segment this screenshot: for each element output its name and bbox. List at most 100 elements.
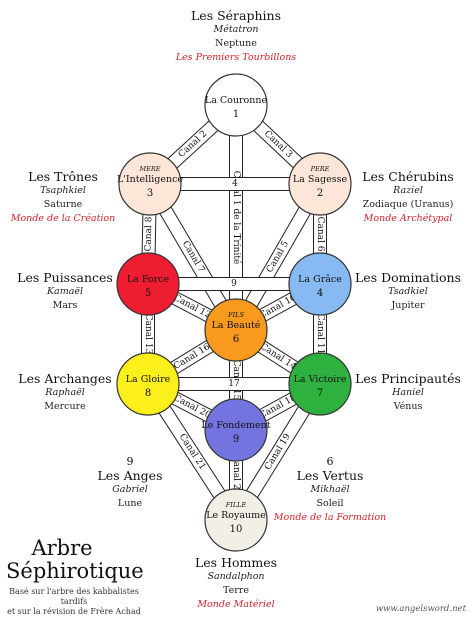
choir-puissances: Les Puissances Kamaël Mars — [10, 271, 120, 313]
sephirah-circle — [288, 352, 352, 416]
choir-vertus: 6 Les Vertus Mikhaël Soleil Monde de la … — [270, 455, 390, 525]
choir-planet: Terre — [223, 585, 249, 596]
choir-seraphins: Les Séraphins Métatron Neptune Les Premi… — [166, 9, 306, 65]
title-line-2: Séphirotique — [6, 559, 144, 583]
choir-planet: Jupiter — [391, 300, 425, 311]
channel-label: Canal 13 — [143, 314, 153, 355]
choir-number: 9 — [126, 455, 134, 468]
diagram-title: Arbre Séphirotique — [6, 536, 144, 583]
choir-world: Les Premiers Tourbillons — [175, 52, 297, 63]
sephirah-circle — [288, 152, 352, 216]
sephirah-prefix: MERE — [138, 165, 160, 173]
sephirah-prefix: PERE — [310, 165, 330, 173]
choir-world: Monde de la Formation — [273, 512, 387, 523]
sephirah-prefix: FILLE — [225, 501, 247, 509]
sephirah-circle — [288, 252, 352, 316]
choir-angel: Raphaël — [45, 387, 85, 398]
choir-planet: Vénus — [393, 401, 423, 412]
sephirah-prefix: FILS — [227, 311, 244, 319]
sephirah-number: 8 — [145, 388, 151, 399]
sephirah-name: La Sagesse — [293, 174, 348, 185]
choir-angel: Métatron — [213, 24, 259, 35]
choir-name: Les Principautés — [355, 371, 461, 386]
sephirah-number: 6 — [233, 334, 239, 345]
channel-label: Canal 2 — [177, 129, 209, 160]
subtitle-line-2: et sur la révision de Frère Achad — [7, 607, 141, 616]
sephirah-gloire: La Gloire 8 — [116, 352, 180, 416]
choir-world: Monde Matériel — [197, 599, 275, 610]
choir-name: Les Dominations — [355, 270, 461, 285]
sephirah-force: La Force 5 — [116, 252, 180, 316]
channel-label: 17 — [228, 379, 240, 389]
sephirah-name: La Beauté — [212, 320, 261, 331]
channel-label: 9 — [231, 279, 237, 289]
choir-angel: Kamaël — [46, 286, 84, 297]
sephirah-number: 5 — [145, 288, 151, 299]
sephirah-circle — [204, 398, 268, 462]
channel-label: Canal 3 — [262, 129, 294, 160]
choir-number: 6 — [326, 455, 334, 468]
diagram-subtitle: Basé sur l'arbre des kabbalistes tardifs… — [4, 587, 144, 617]
sephirah-name: La Victoire — [294, 374, 347, 385]
sephirah-number: 2 — [317, 188, 323, 199]
choir-name: Les Vertus — [296, 468, 364, 483]
website-credit: www.angelsword.net — [375, 604, 466, 614]
channel-label: Canal 21 — [177, 432, 207, 472]
sephirah-number: 4 — [317, 288, 323, 299]
choir-cherubins: Les Chérubins Raziel Zodiaque (Uranus) M… — [352, 170, 464, 226]
sephirah-number: 7 — [317, 388, 323, 399]
sephirah-name: Le Royaume — [206, 510, 266, 521]
sephirah-victoire: La Victoire 7 — [288, 352, 352, 416]
choir-name: Les Chérubins — [362, 169, 454, 184]
channel-label: Canal 11 — [315, 314, 325, 355]
choir-planet: Soleil — [316, 498, 344, 509]
choir-planet: Neptune — [215, 38, 257, 49]
choir-name: Les Puissances — [17, 270, 113, 285]
choir-angel: Gabriel — [112, 484, 148, 495]
choir-name: Les Archanges — [18, 371, 112, 386]
sephirah-number: 1 — [233, 109, 239, 120]
title-line-1: Arbre — [31, 536, 93, 560]
choir-angel: Sandalphon — [207, 571, 265, 582]
choir-world: Monde de la Création — [10, 213, 116, 224]
channel-label: Canal 6 — [315, 217, 325, 252]
choir-planet: Saturne — [43, 199, 83, 210]
channel-label: Canal 16 — [172, 342, 212, 372]
sephirah-circle — [204, 488, 268, 552]
sephirah-circle — [116, 252, 180, 316]
choir-anges: 9 Les Anges Gabriel Lune — [90, 455, 170, 511]
choir-dominations: Les Dominations Tsadkiel Jupiter — [350, 271, 466, 313]
sephirah-circle — [204, 298, 268, 362]
choir-name: Les Hommes — [194, 555, 278, 570]
choir-name: Les Anges — [97, 468, 163, 483]
channel-label: Canal 22 — [231, 455, 241, 496]
subtitle-line-1: Basé sur l'arbre des kabbalistes tardifs — [9, 587, 139, 606]
choir-name: Les Trônes — [28, 169, 98, 184]
channel-label: 4 — [232, 179, 238, 189]
channel-label: Canal 8 — [144, 216, 155, 251]
sephirah-number: 9 — [233, 434, 239, 445]
choir-planet: Mars — [52, 300, 78, 311]
channel-label: Canal 14 — [258, 342, 298, 373]
choir-angel: Mikhaël — [310, 484, 350, 495]
choir-planet: Zodiaque (Uranus) — [362, 199, 454, 210]
sephirah-circle — [118, 152, 182, 216]
choir-planet: Mercure — [44, 401, 86, 412]
choir-planet: Lune — [117, 498, 143, 509]
sephirah-number: 3 — [147, 188, 153, 199]
sephirah-circle — [204, 73, 268, 137]
choir-principautes: Les Principautés Haniel Vénus — [350, 372, 466, 414]
sephirah-name: La Force — [127, 274, 170, 285]
sephirah-name: La Gloire — [126, 374, 171, 385]
choir-angel: Tsaphkiel — [40, 185, 86, 196]
choir-angel: Raziel — [393, 185, 423, 196]
